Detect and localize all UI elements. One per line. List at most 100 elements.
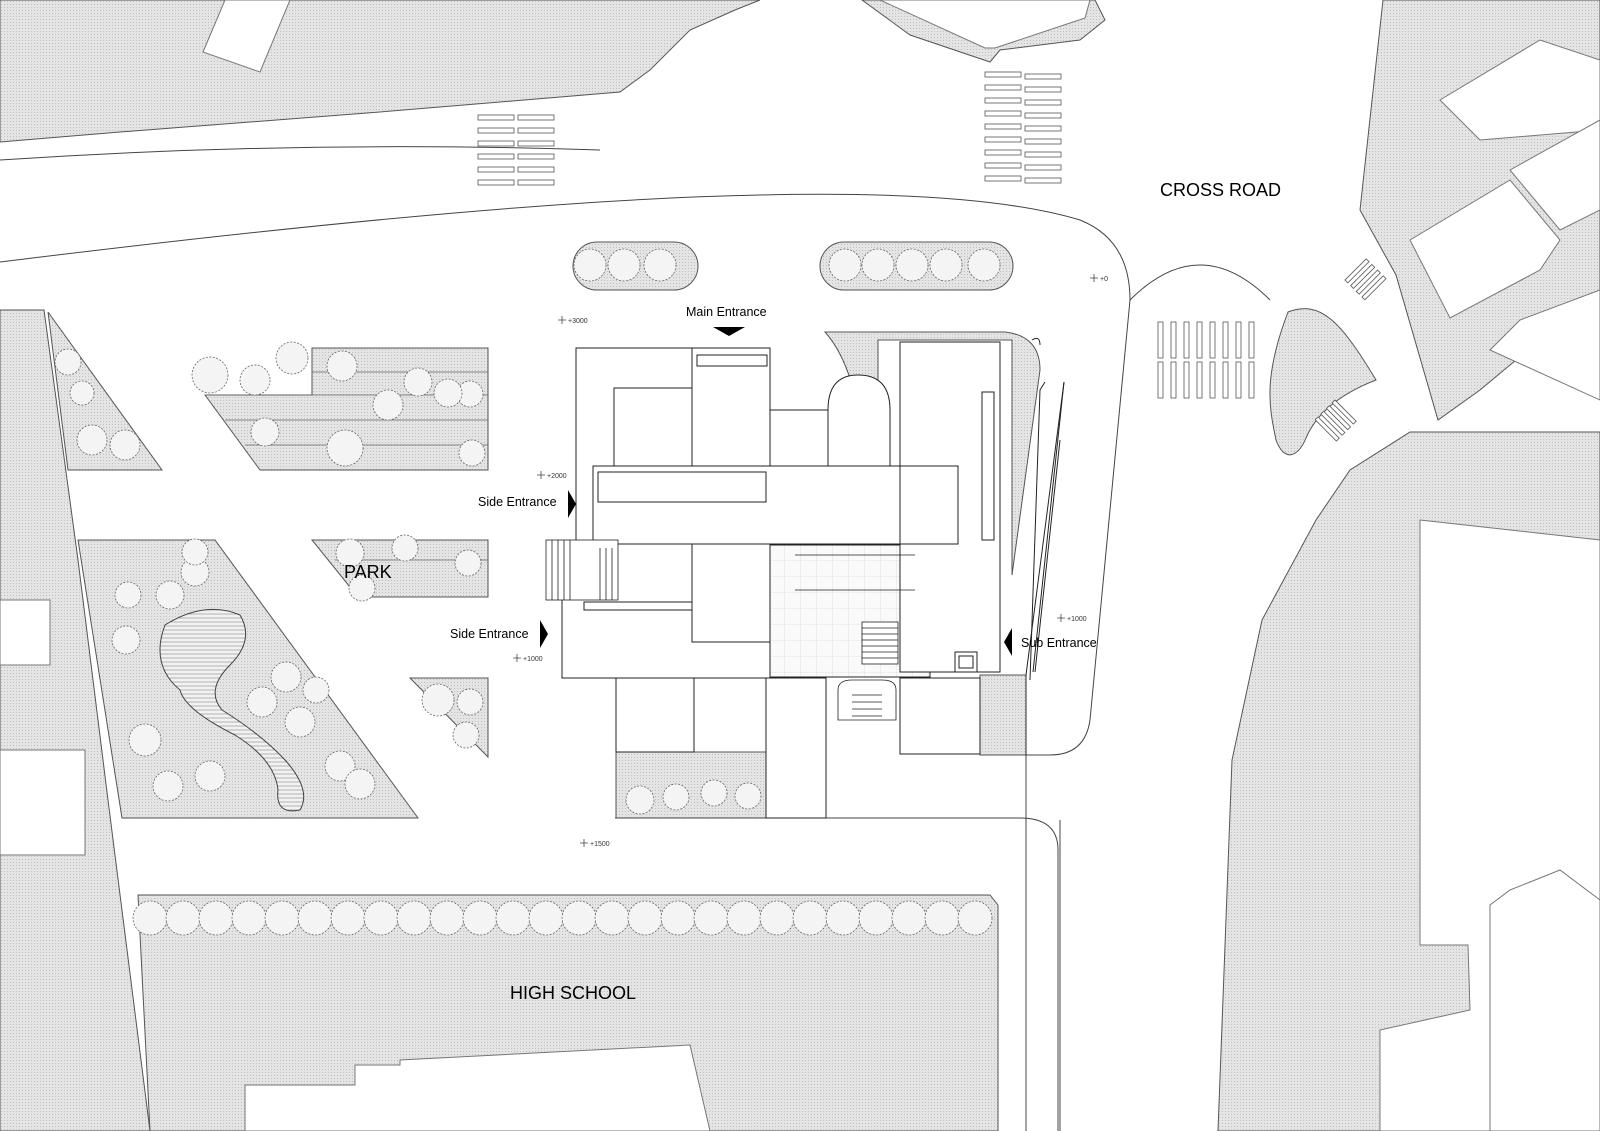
tree-icon bbox=[180, 557, 210, 587]
tree-icon bbox=[861, 248, 895, 282]
tree-icon bbox=[181, 538, 209, 566]
building-top-mid bbox=[879, 0, 1091, 49]
pond bbox=[159, 608, 305, 812]
tree-icon bbox=[627, 900, 663, 936]
entrance-canopy bbox=[696, 354, 768, 367]
building-right-4 bbox=[1489, 289, 1600, 401]
tree-icon bbox=[891, 900, 927, 936]
tree-icon bbox=[109, 429, 141, 461]
volume-south-low bbox=[615, 677, 695, 753]
park-block-3 bbox=[77, 539, 419, 819]
labels: CROSS ROAD PARK HIGH SCHOOL Main Entranc… bbox=[344, 180, 1281, 1003]
block-top-left bbox=[0, 0, 761, 143]
tree-icon bbox=[250, 417, 280, 447]
volume-north-tower bbox=[691, 347, 771, 467]
stairs-south bbox=[837, 679, 897, 721]
tree-icon bbox=[264, 900, 300, 936]
tree-icon bbox=[825, 900, 861, 936]
svg-text:+1000: +1000 bbox=[1067, 616, 1087, 623]
block-high-school bbox=[137, 894, 999, 1131]
tree-icon bbox=[607, 248, 641, 282]
crosswalk-right bbox=[1157, 321, 1255, 399]
building-right-2 bbox=[1509, 119, 1600, 231]
volume-bar-east bbox=[899, 465, 959, 545]
trees bbox=[54, 248, 1001, 936]
arrow-side-entrance-upper-icon bbox=[568, 490, 576, 518]
label-sub-entrance: Sub Entrance bbox=[1021, 636, 1097, 650]
tree-icon bbox=[462, 900, 498, 936]
level-marker-plus-1000-left: +1000 bbox=[513, 654, 543, 663]
ramps-east bbox=[1025, 337, 1065, 755]
tree-icon bbox=[152, 770, 184, 802]
tree-icon bbox=[330, 900, 366, 936]
label-high-school: HIGH SCHOOL bbox=[510, 983, 636, 1003]
volume-south-long bbox=[765, 677, 827, 819]
tree-icon bbox=[924, 900, 960, 936]
tree-icon bbox=[454, 549, 482, 577]
tree-icon bbox=[792, 900, 828, 936]
tree-icon bbox=[693, 900, 729, 936]
svg-text:+2000: +2000 bbox=[547, 473, 567, 480]
crosswalks bbox=[477, 71, 1387, 442]
level-marker-plus-1000-right: +1000 bbox=[1057, 614, 1087, 623]
tree-icon bbox=[433, 378, 463, 408]
core-box-inner bbox=[958, 655, 974, 669]
tree-icon bbox=[275, 341, 309, 375]
level-marker-plus-2000: +2000 bbox=[537, 471, 567, 480]
tree-icon bbox=[967, 248, 1001, 282]
level-marker-plus-3000: +3000 bbox=[558, 316, 588, 325]
tree-icon bbox=[372, 389, 404, 421]
tree-icon bbox=[191, 356, 229, 394]
label-side-entrance-lower: Side Entrance bbox=[450, 627, 529, 641]
tree-icon bbox=[246, 686, 278, 718]
level-marker-plus-0: +0 bbox=[1090, 274, 1108, 283]
tree-icon bbox=[326, 350, 358, 382]
tree-icon bbox=[957, 900, 993, 936]
tree-icon bbox=[69, 380, 95, 406]
rotunda bbox=[827, 374, 891, 467]
tree-icon bbox=[114, 581, 142, 609]
tree-icon bbox=[662, 783, 690, 811]
block-curved-east bbox=[823, 331, 1041, 576]
tree-icon bbox=[726, 900, 762, 936]
tree-icon bbox=[429, 900, 465, 936]
block-left-strip bbox=[0, 309, 151, 1131]
tree-icon bbox=[198, 900, 234, 936]
label-side-entrance-upper: Side Entrance bbox=[478, 495, 557, 509]
tree-icon bbox=[643, 248, 677, 282]
tree-icon bbox=[76, 424, 108, 456]
tree-icon bbox=[326, 429, 364, 467]
traffic-island bbox=[1269, 308, 1377, 456]
volume-south-right bbox=[899, 677, 981, 755]
tree-icon bbox=[625, 785, 655, 815]
tree-icon bbox=[456, 688, 484, 716]
tree-icon bbox=[895, 248, 929, 282]
tree-icon bbox=[363, 900, 399, 936]
tree-icon bbox=[165, 900, 201, 936]
tree-icon bbox=[396, 900, 432, 936]
building-top-left bbox=[202, 0, 291, 73]
tree-icon bbox=[132, 900, 168, 936]
volume-south-block bbox=[691, 543, 771, 643]
svg-text:+1000: +1000 bbox=[523, 656, 543, 663]
tree-icon bbox=[700, 779, 728, 807]
tree-icon bbox=[270, 661, 302, 693]
tree-icon bbox=[561, 900, 597, 936]
volume-north-inner bbox=[613, 387, 695, 469]
tree-icon bbox=[573, 248, 607, 282]
tree-icon bbox=[302, 676, 330, 704]
tree-icon bbox=[403, 367, 433, 397]
crosswalk-top-left bbox=[477, 114, 555, 186]
roads bbox=[0, 146, 1271, 1131]
arrow-sub-entrance-icon bbox=[1004, 628, 1012, 656]
tree-icon bbox=[528, 900, 564, 936]
crosswalk-island-lower bbox=[1314, 399, 1357, 442]
volume-bar-window bbox=[597, 471, 767, 503]
label-main-entrance: Main Entrance bbox=[686, 305, 767, 319]
tree-icon bbox=[929, 248, 963, 282]
tree-icon bbox=[495, 900, 531, 936]
tree-icon bbox=[456, 380, 484, 408]
crosswalk-top-right bbox=[984, 71, 1062, 184]
